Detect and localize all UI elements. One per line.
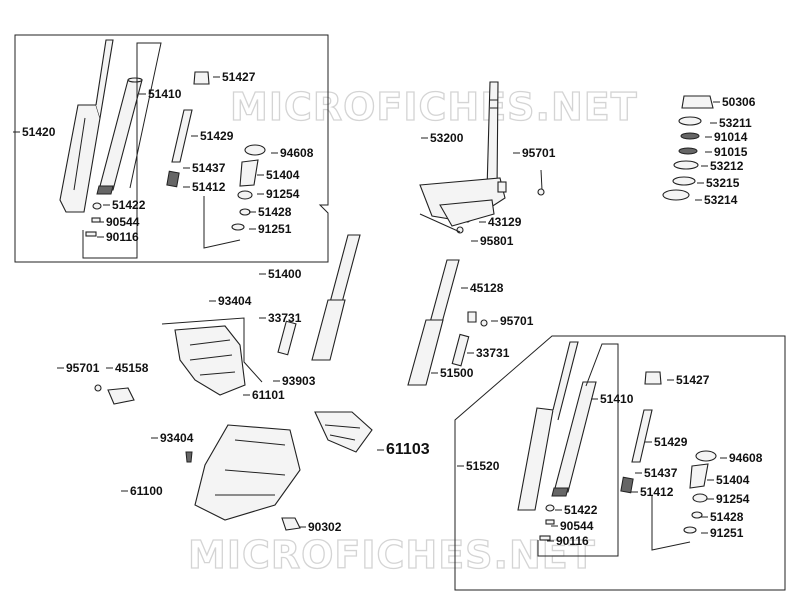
fork-assembly-right	[407, 259, 488, 386]
callout-51422-a: 51422	[112, 198, 146, 212]
callout-51410-a: 51410	[148, 87, 182, 101]
callout-51412-a: 51412	[192, 180, 226, 194]
callout-90302: 90302	[308, 520, 342, 534]
callout-91251-b: 91251	[710, 526, 744, 540]
callout-53215: 53215	[706, 176, 740, 190]
callout-53200: 53200	[430, 131, 464, 145]
callout-94608-a: 94608	[280, 146, 314, 160]
callout-51427-b: 51427	[676, 373, 710, 387]
callout-95801: 95801	[480, 234, 514, 248]
callout-51428-a: 51428	[258, 205, 292, 219]
watermark-top: MICROFICHES.NET	[230, 85, 638, 129]
callout-51422-b: 51422	[564, 503, 598, 517]
callout-95701-a: 95701	[522, 146, 556, 160]
fork-tube-top	[96, 77, 143, 195]
callout-51428-b: 51428	[710, 510, 744, 524]
callout-91254-b: 91254	[716, 492, 750, 506]
callout-51437-b: 51437	[644, 466, 678, 480]
callout-50306: 50306	[722, 95, 756, 109]
callout-33731-a: 33731	[268, 311, 302, 325]
callout-51429-b: 51429	[654, 435, 688, 449]
callout-51404-b: 51404	[716, 473, 750, 487]
callout-95701-c: 95701	[66, 361, 100, 375]
callout-51437-a: 51437	[192, 161, 226, 175]
callout-53211: 53211	[719, 116, 752, 130]
fork-spring-rod-bottom	[620, 371, 662, 494]
callout-94608-b: 94608	[729, 451, 763, 465]
fork-leg-left-bottom	[517, 341, 579, 511]
callout-51429-a: 51429	[200, 129, 234, 143]
fork-spring-rod-top	[166, 109, 193, 188]
inset-box-top-left	[14, 34, 329, 263]
callout-91014: 91014	[714, 130, 748, 144]
bearing-stack	[662, 95, 714, 201]
bracket-45158	[94, 384, 135, 405]
callout-45158: 45158	[115, 361, 149, 375]
callout-51412-b: 51412	[640, 485, 674, 499]
callout-91251-a: 91251	[258, 222, 292, 236]
bracket-lines-bottom-2	[651, 496, 691, 551]
bracket-lines-bottom	[537, 343, 619, 557]
callout-51410-b: 51410	[600, 392, 634, 406]
callout-33731-b: 33731	[476, 346, 510, 360]
front-fender	[185, 424, 301, 531]
callout-51520: 51520	[466, 459, 500, 473]
callout-93404-a: 93404	[218, 294, 252, 308]
callout-93404-b: 93404	[160, 431, 194, 445]
watermark-bottom: MICROFICHES.NET	[188, 533, 596, 577]
callout-51427-a: 51427	[222, 70, 256, 84]
callout-61103: 61103	[386, 441, 430, 458]
small-parts-top	[85, 71, 266, 237]
callout-51404-a: 51404	[266, 168, 300, 182]
callout-93903: 93903	[282, 374, 316, 388]
small-parts-bottom	[539, 450, 717, 541]
bracket-61103	[314, 411, 373, 453]
callout-45128: 45128	[470, 281, 504, 295]
inner-fender-61101	[174, 325, 246, 396]
fork-assembly-center	[277, 234, 361, 361]
callout-lines-93404	[161, 317, 263, 383]
callout-51500: 51500	[440, 366, 474, 380]
steering-stem	[419, 81, 545, 234]
bracket-lines-top	[82, 42, 162, 259]
fork-tube-bottom	[551, 381, 597, 497]
fork-leg-left-top	[59, 39, 114, 213]
callout-61101: 61101	[252, 388, 285, 402]
callout-90544-b: 90544	[560, 519, 594, 533]
inset-box-bottom-right	[454, 335, 786, 591]
callout-91015: 91015	[714, 145, 748, 159]
callout-51420: 51420	[22, 125, 56, 139]
callout-90544-a: 90544	[106, 215, 140, 229]
callout-95701-b: 95701	[500, 314, 534, 328]
callout-51400: 51400	[268, 267, 302, 281]
callout-90116-b: 90116	[556, 534, 589, 548]
callout-53214: 53214	[704, 193, 738, 207]
callout-53212: 53212	[710, 159, 744, 173]
bracket-lines-top-2	[203, 196, 241, 249]
callout-43129: 43129	[488, 215, 522, 229]
callout-91254-a: 91254	[266, 187, 300, 201]
callout-90116-a: 90116	[106, 230, 139, 244]
callout-61100: 61100	[130, 484, 163, 498]
